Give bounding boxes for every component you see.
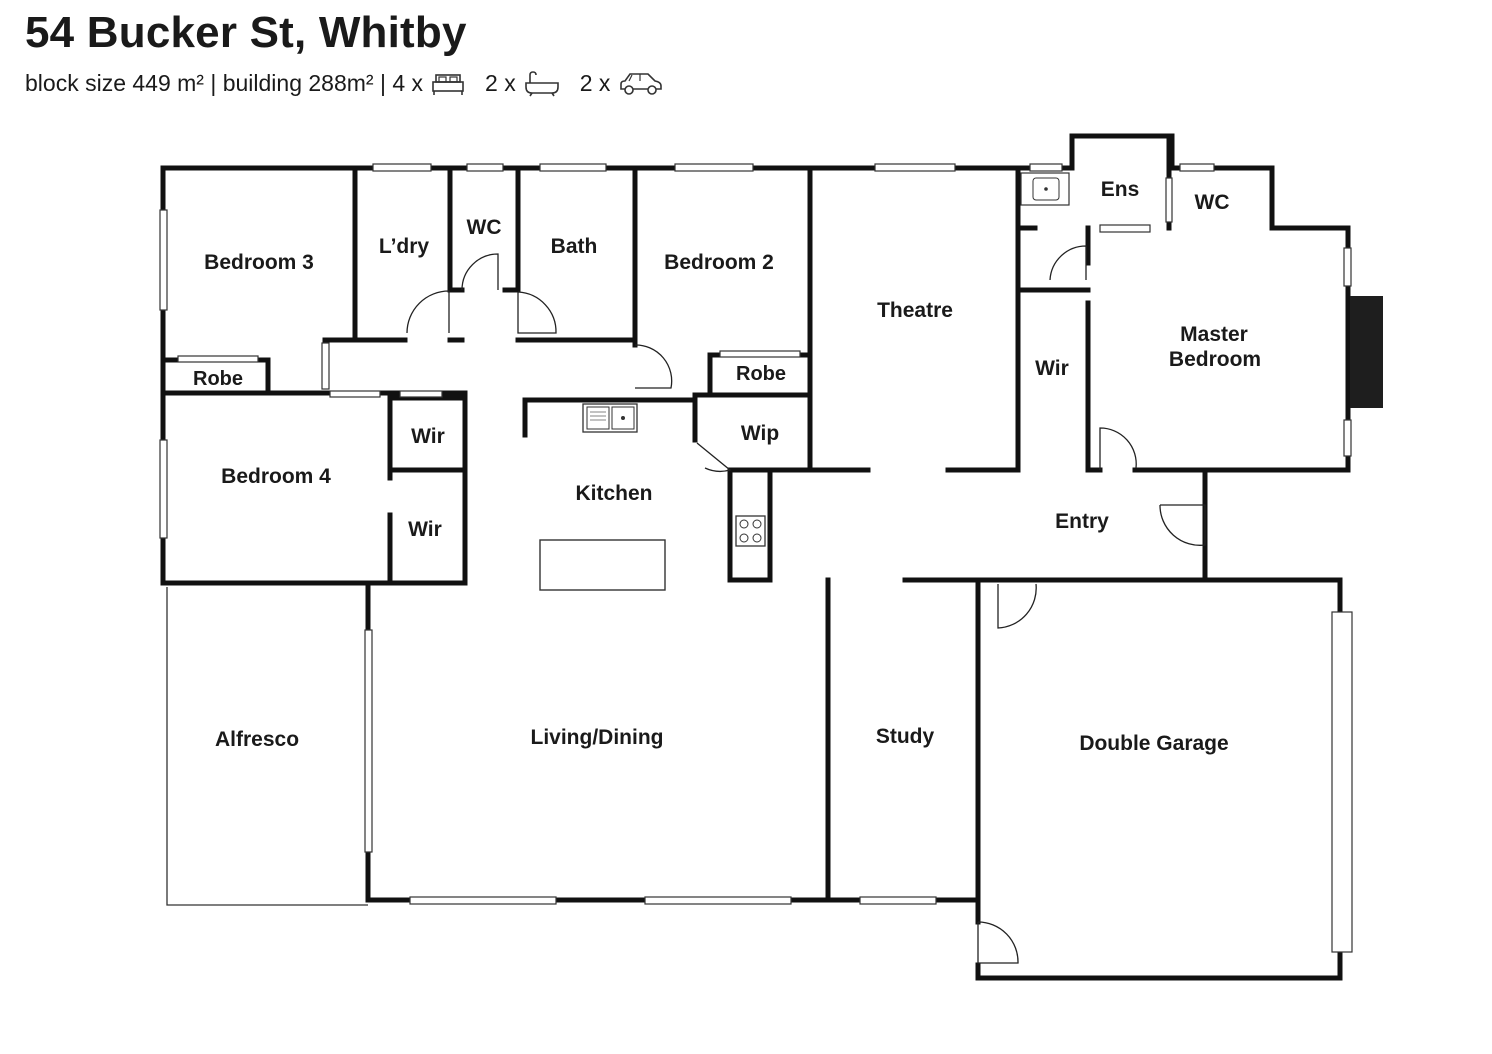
block-building-text: block size 449 m² | building 288m² | 4 x: [25, 70, 424, 96]
windows: [159, 163, 1353, 953]
alfresco-outline: [166, 587, 368, 906]
kitchen-island: [539, 539, 666, 591]
cooktop-icon: [735, 515, 766, 547]
label-ensuite: Ens: [1101, 178, 1140, 201]
walls: [160, 133, 1351, 981]
label-study: Study: [876, 725, 935, 748]
label-wir-3: Wir: [1035, 357, 1069, 380]
label-master-1: Master: [1180, 323, 1248, 346]
label-theatre: Theatre: [877, 299, 953, 322]
fireplace-block: [1350, 296, 1383, 408]
label-wc-1: WC: [467, 216, 502, 239]
label-wir-2: Wir: [408, 518, 442, 541]
label-master-2: Bedroom: [1169, 348, 1261, 371]
bed-icon: [431, 72, 465, 96]
property-summary: block size 449 m² | building 288m² | 4 x…: [25, 70, 664, 97]
label-kitchen: Kitchen: [575, 482, 652, 505]
label-alfresco: Alfresco: [215, 728, 299, 751]
label-robe-1: Robe: [193, 368, 243, 390]
bath-count-text: 2 x: [485, 70, 516, 96]
label-wc-2: WC: [1195, 191, 1230, 214]
label-bedroom-2: Bedroom 2: [664, 251, 774, 274]
label-wir-1: Wir: [411, 425, 445, 448]
room-labels: Bedroom 3 L’dry WC Bath Bedroom 2 Theatr…: [193, 178, 1261, 755]
label-living-dining: Living/Dining: [531, 726, 664, 749]
car-count-text: 2 x: [579, 70, 611, 96]
bath-icon: [524, 70, 560, 97]
label-bath: Bath: [551, 235, 598, 258]
car-icon: [618, 71, 664, 97]
label-bedroom-4: Bedroom 4: [221, 465, 331, 488]
doors: [406, 245, 1206, 964]
label-double-garage: Double Garage: [1079, 732, 1228, 755]
label-entry: Entry: [1055, 510, 1109, 533]
sink-icon: [582, 403, 638, 433]
label-wip: Wip: [741, 422, 779, 445]
label-bedroom-3: Bedroom 3: [204, 251, 314, 274]
page-title: 54 Bucker St, Whitby: [25, 8, 467, 57]
label-laundry: L’dry: [379, 235, 430, 258]
basin-icon: [1020, 172, 1070, 206]
label-robe-2: Robe: [736, 363, 786, 385]
